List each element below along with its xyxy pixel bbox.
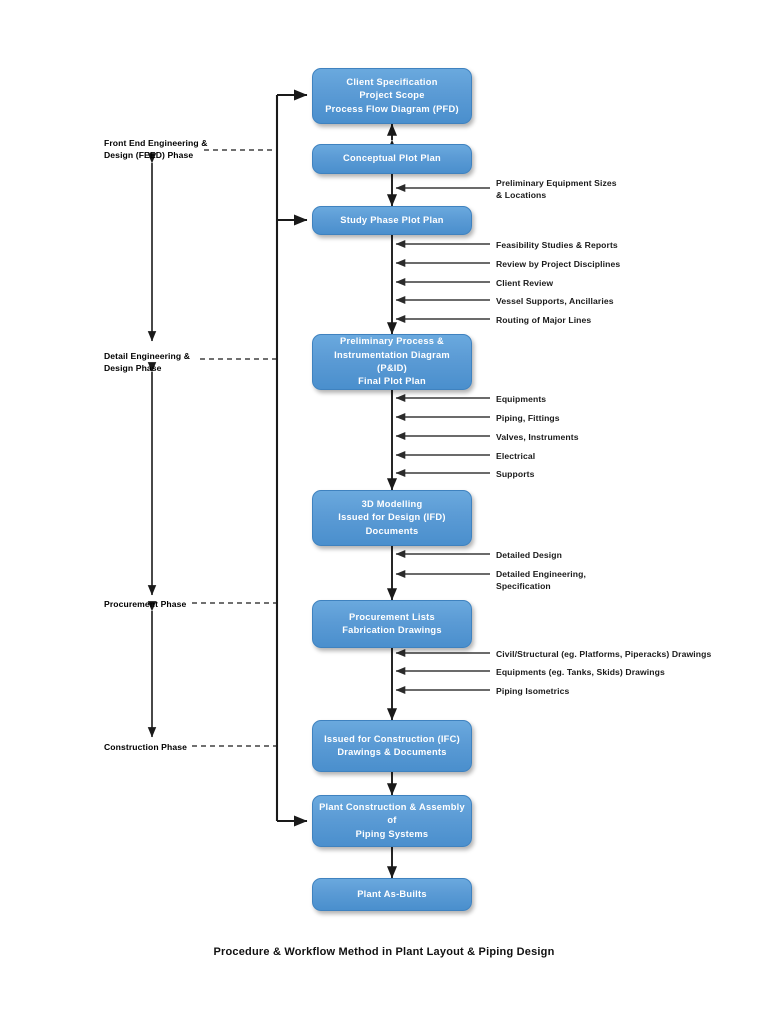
process-box-plant-construction[interactable]: Plant Construction & Assembly of Piping … bbox=[312, 795, 472, 847]
box-line: Preliminary Process & bbox=[340, 336, 444, 347]
box-line: 3D Modelling bbox=[361, 498, 423, 509]
box-line: Issued for Construction (IFC) bbox=[324, 733, 460, 744]
box-line: Process Flow Diagram (PFD) bbox=[325, 103, 459, 114]
annotation-routing-of-major-lines: Routing of Major Lines bbox=[496, 315, 592, 325]
box-line: Project Scope bbox=[359, 90, 425, 101]
process-box-plant-as-builts[interactable]: Plant As-Builts bbox=[312, 878, 472, 911]
annotation-client-review: Client Review bbox=[496, 278, 554, 288]
annotation-piping-isometrics: Piping Isometrics bbox=[496, 686, 570, 696]
process-box-issued-for-construction[interactable]: Issued for Construction (IFC) Drawings &… bbox=[312, 720, 472, 772]
phase-label-detail-engineering: Detail Engineering & Design Phase bbox=[104, 351, 191, 374]
annotation-piping-fittings: Piping, Fittings bbox=[496, 413, 560, 423]
phase-label-feed: Front End Engineering & Design (FEED) Ph… bbox=[104, 138, 208, 161]
phase-dashed-leaders bbox=[192, 149, 277, 747]
annotation-feasibility-studies: Feasibility Studies & Reports bbox=[496, 240, 618, 250]
box-line: Study Phase Plot Plan bbox=[340, 214, 444, 225]
phase-label-construction: Construction Phase bbox=[104, 742, 187, 752]
box-line: Issued for Design (IFD) Documents bbox=[338, 512, 446, 536]
process-box-3d-modelling[interactable]: 3D Modelling Issued for Design (IFD) Doc… bbox=[312, 490, 472, 546]
phase-label-procurement: Procurement Phase bbox=[104, 599, 187, 609]
annotation-supports: Supports bbox=[496, 469, 535, 479]
box-line: Drawings & Documents bbox=[337, 747, 447, 757]
box-line: Fabrication Drawings bbox=[342, 625, 442, 635]
annotation-detailed-engineering-specification: Detailed Engineering, Specification bbox=[496, 569, 586, 592]
process-box-procurement-lists[interactable]: Procurement Lists Fabrication Drawings bbox=[312, 600, 472, 648]
box-line: Client Specification bbox=[346, 76, 438, 87]
box-line: Conceptual Plot Plan bbox=[343, 153, 441, 164]
box-line: Piping Systems bbox=[355, 828, 429, 839]
annotation-equipments: Equipments bbox=[496, 394, 547, 404]
feedback-loop bbox=[275, 89, 308, 827]
annotation-civil-structural-drawings: Civil/Structural (eg. Platforms, Piperac… bbox=[496, 649, 712, 659]
box-line: Procurement Lists bbox=[349, 611, 435, 622]
process-box-client-specification[interactable]: Client Specification Project Scope Proce… bbox=[312, 68, 472, 124]
process-box-study-phase-plot-plan[interactable]: Study Phase Plot Plan bbox=[312, 206, 472, 235]
box-line: Plant Construction & Assembly of bbox=[319, 801, 465, 826]
diagram-caption: Procedure & Workflow Method in Plant Lay… bbox=[213, 946, 555, 958]
annotation-review-by-project-disciplines: Review by Project Disciplines bbox=[496, 259, 621, 269]
annotation-equipments-tanks-skids-drawings: Equipments (eg. Tanks, Skids) Drawings bbox=[496, 667, 665, 677]
annotation-detailed-design: Detailed Design bbox=[496, 550, 562, 560]
annotation-preliminary-equipment-sizes: Preliminary Equipment Sizes & Locations bbox=[496, 178, 617, 201]
annotation-vessel-supports: Vessel Supports, Ancillaries bbox=[496, 296, 614, 306]
annotation-electrical: Electrical bbox=[496, 451, 536, 461]
annotation-valves-instruments: Valves, Instruments bbox=[496, 432, 579, 442]
box-line: Plant As-Builts bbox=[357, 888, 427, 899]
process-box-preliminary-pid[interactable]: Preliminary Process & Instrumentation Di… bbox=[312, 334, 472, 390]
box-line: Final Plot Plan bbox=[358, 376, 426, 387]
box-line: Instrumentation Diagram (P&ID) bbox=[334, 349, 450, 373]
process-box-conceptual-plot-plan[interactable]: Conceptual Plot Plan bbox=[312, 144, 472, 174]
